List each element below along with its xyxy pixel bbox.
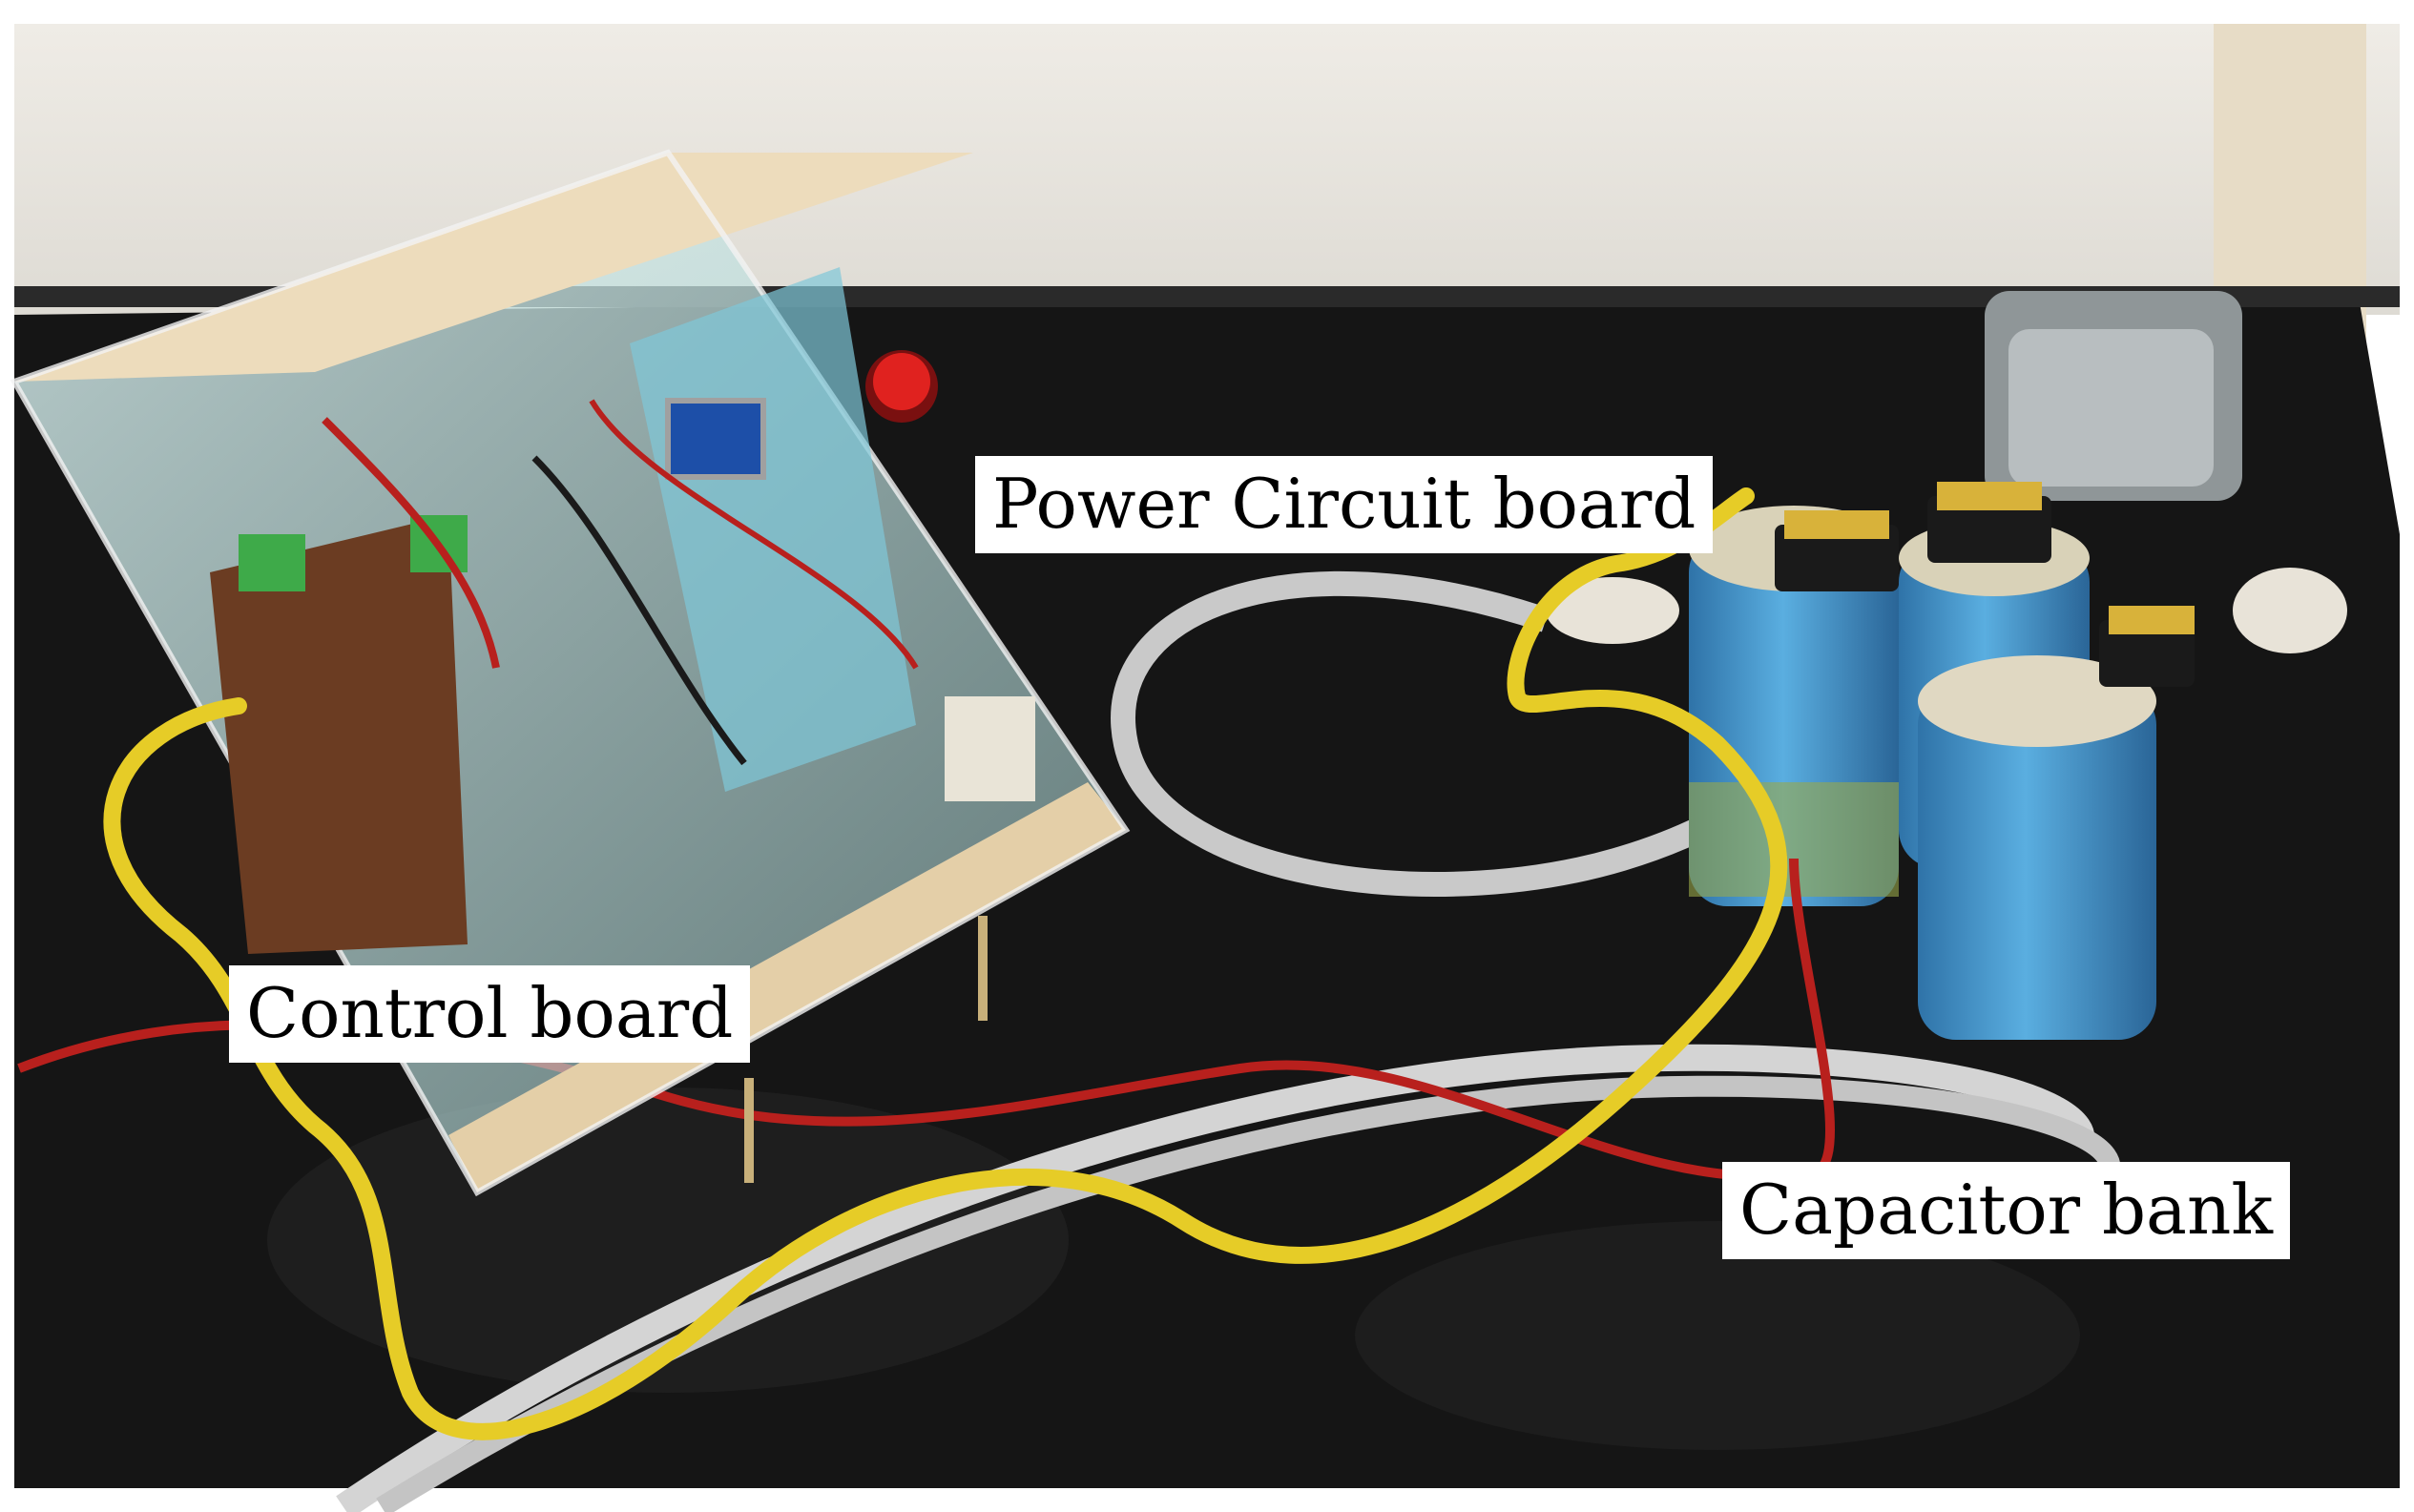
gray-cable (336, 1044, 2095, 1512)
connector (1546, 577, 1679, 644)
connector (2233, 568, 2347, 653)
yellow-wire (103, 487, 1788, 1440)
socket-cover (2008, 329, 2214, 487)
leg (744, 1078, 754, 1183)
label-capacitor-bank: Capacitor bank (1722, 1162, 2290, 1259)
leg (978, 916, 988, 1021)
label-power-circuit-board: Power Circuit board (975, 456, 1714, 553)
capacitor-bank (1689, 482, 2195, 1040)
label-control-board: Control board (229, 965, 751, 1063)
control-enclosure (10, 149, 1131, 1197)
reflection (1355, 1221, 2080, 1450)
